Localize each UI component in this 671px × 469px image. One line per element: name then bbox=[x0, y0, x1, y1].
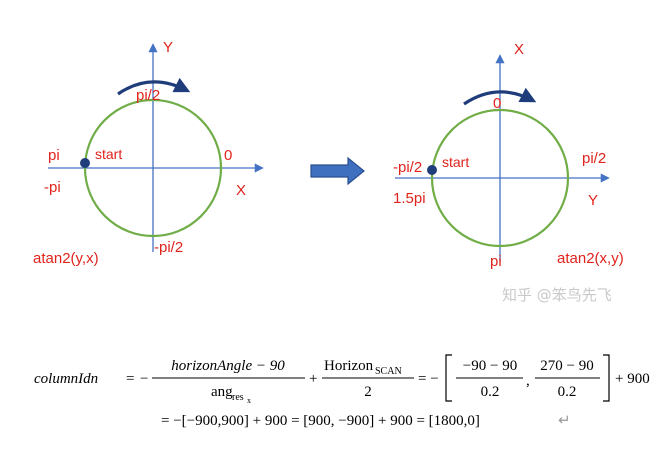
left-top-label: pi/2 bbox=[136, 87, 160, 104]
left-rotation-arrow-icon bbox=[117, 77, 191, 96]
left-left-lower-label: -pi bbox=[44, 179, 61, 196]
eq-right-bracket bbox=[603, 354, 610, 402]
eq-left-bracket bbox=[445, 354, 452, 402]
transform-arrow-icon bbox=[310, 156, 365, 186]
eq-tail: + 900 bbox=[615, 371, 650, 387]
eq-frac1-denominator: ang res x bbox=[211, 384, 251, 405]
eq-minus: − bbox=[140, 371, 148, 387]
equation-line-2: = −[−900,900] + 900 = [900, −900] + 900 … bbox=[161, 413, 571, 429]
left-diagram: Y X pi/2 0 pi -pi -pi/2 start atan2(y,x) bbox=[33, 39, 264, 267]
eq-return-mark: ↵ bbox=[558, 413, 571, 429]
right-axis-up-label: X bbox=[514, 41, 524, 58]
right-left-upper-label: -pi/2 bbox=[393, 159, 422, 176]
eq-comma: , bbox=[526, 373, 530, 389]
eq-m2-numerator: 270 − 90 bbox=[540, 358, 593, 374]
left-bottom-label: -pi/2 bbox=[154, 239, 183, 256]
right-rotation-arrow-icon bbox=[463, 87, 537, 106]
watermark: 知乎 @笨鸟先飞 bbox=[502, 286, 612, 304]
left-start-dot bbox=[80, 158, 90, 168]
eq-lhs: columnIdn bbox=[34, 371, 98, 387]
eq-frac1-den-ang: ang bbox=[211, 384, 233, 400]
right-start-label: start bbox=[442, 154, 469, 170]
right-start-dot bbox=[427, 165, 437, 175]
left-right-label: 0 bbox=[224, 147, 232, 164]
right-right-label: pi/2 bbox=[582, 150, 606, 167]
eq-frac2-numerator: Horizon SCAN bbox=[324, 358, 402, 377]
eq-frac2-denominator: 2 bbox=[364, 384, 372, 400]
left-axis-x-label: X bbox=[236, 182, 246, 199]
eq-m1-numerator: −90 − 90 bbox=[463, 358, 517, 374]
eq-plus: + bbox=[309, 371, 317, 387]
left-axis-y-label: Y bbox=[163, 39, 173, 56]
right-unit-circle bbox=[430, 108, 570, 248]
eq-m1-denominator: 0.2 bbox=[481, 384, 500, 400]
eq-frac1-den-res: res bbox=[232, 392, 244, 403]
left-function-label: atan2(y,x) bbox=[33, 250, 99, 267]
eq-frac2-num-scan: SCAN bbox=[375, 366, 402, 377]
eq-m2-denominator: 0.2 bbox=[558, 384, 577, 400]
right-diagram: X Y 0 pi/2 -pi/2 1.5pi pi start atan2(x,… bbox=[393, 41, 624, 270]
eq-equals: = bbox=[126, 371, 134, 387]
eq-frac1-numerator: horizonAngle − 90 bbox=[171, 358, 285, 374]
eq-equals-minus: = − bbox=[418, 371, 439, 387]
right-axis-right-label: Y bbox=[588, 192, 598, 209]
right-left-lower-label: 1.5pi bbox=[393, 190, 426, 207]
equation-line-1: columnIdn = − horizonAngle − 90 ang res … bbox=[34, 354, 650, 405]
left-start-label: start bbox=[95, 146, 122, 162]
right-top-label: 0 bbox=[493, 95, 501, 112]
right-bottom-label: pi bbox=[490, 253, 502, 270]
eq-line2: = −[−900,900] + 900 = [900, −900] + 900 … bbox=[161, 413, 480, 429]
right-function-label: atan2(x,y) bbox=[557, 250, 624, 267]
left-left-upper-label: pi bbox=[48, 147, 60, 164]
eq-frac1-den-x: x bbox=[247, 396, 251, 405]
eq-frac2-num-horizon: Horizon bbox=[324, 358, 374, 374]
